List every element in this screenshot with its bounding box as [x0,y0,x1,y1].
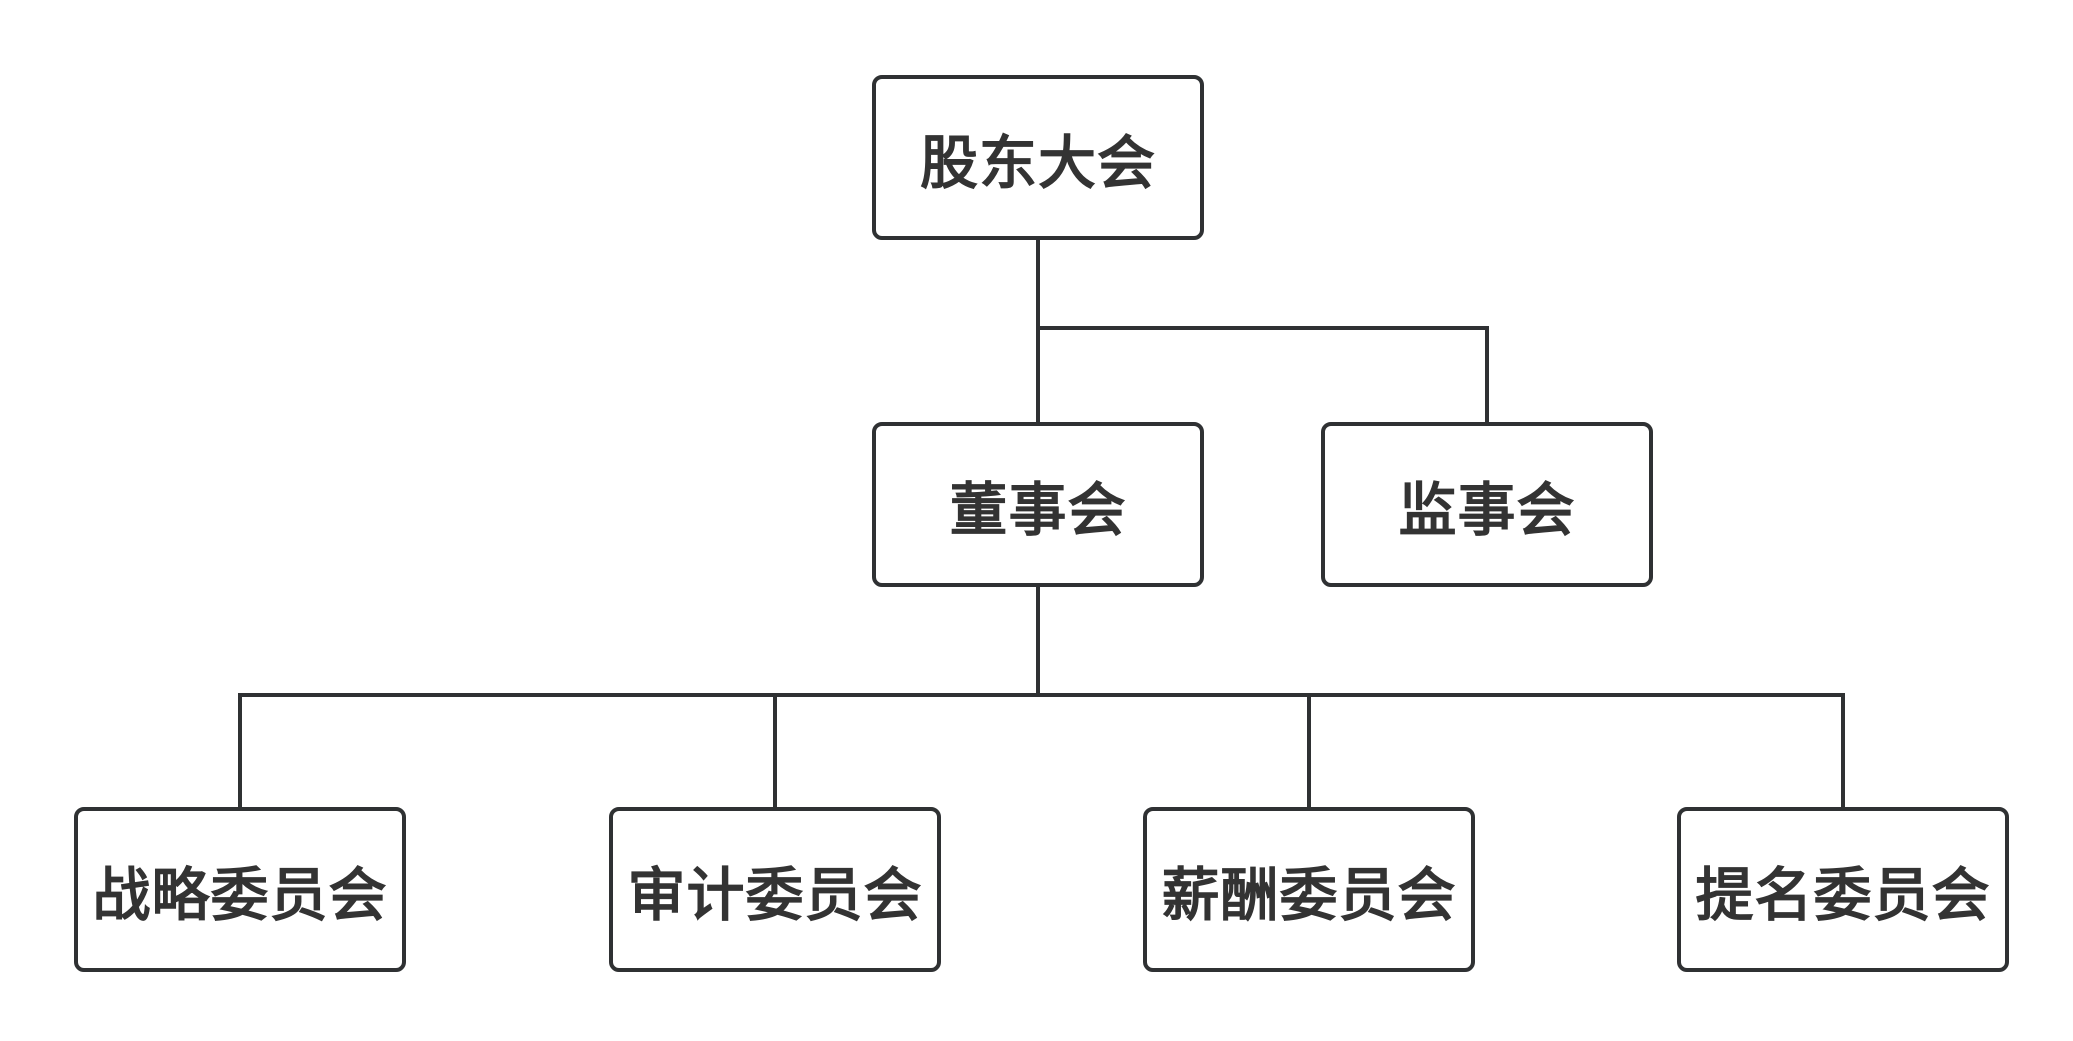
node-label: 董事会 [949,475,1127,544]
node-nomination-committee: 提名委员会 [1677,807,2009,972]
node-audit-committee: 审计委员会 [609,807,941,972]
node-board-of-directors: 董事会 [872,422,1204,587]
node-remuneration-committee: 薪酬委员会 [1143,807,1475,972]
node-shareholders-meeting: 股东大会 [872,75,1204,240]
node-supervisory-board: 监事会 [1321,422,1653,587]
node-label: 提名委员会 [1695,860,1991,929]
node-label: 战略委员会 [92,860,388,929]
node-label: 薪酬委员会 [1161,860,1457,929]
node-label: 监事会 [1398,475,1576,544]
node-label: 股东大会 [919,128,1156,197]
node-label: 审计委员会 [627,860,923,929]
node-strategy-committee: 战略委员会 [74,807,406,972]
